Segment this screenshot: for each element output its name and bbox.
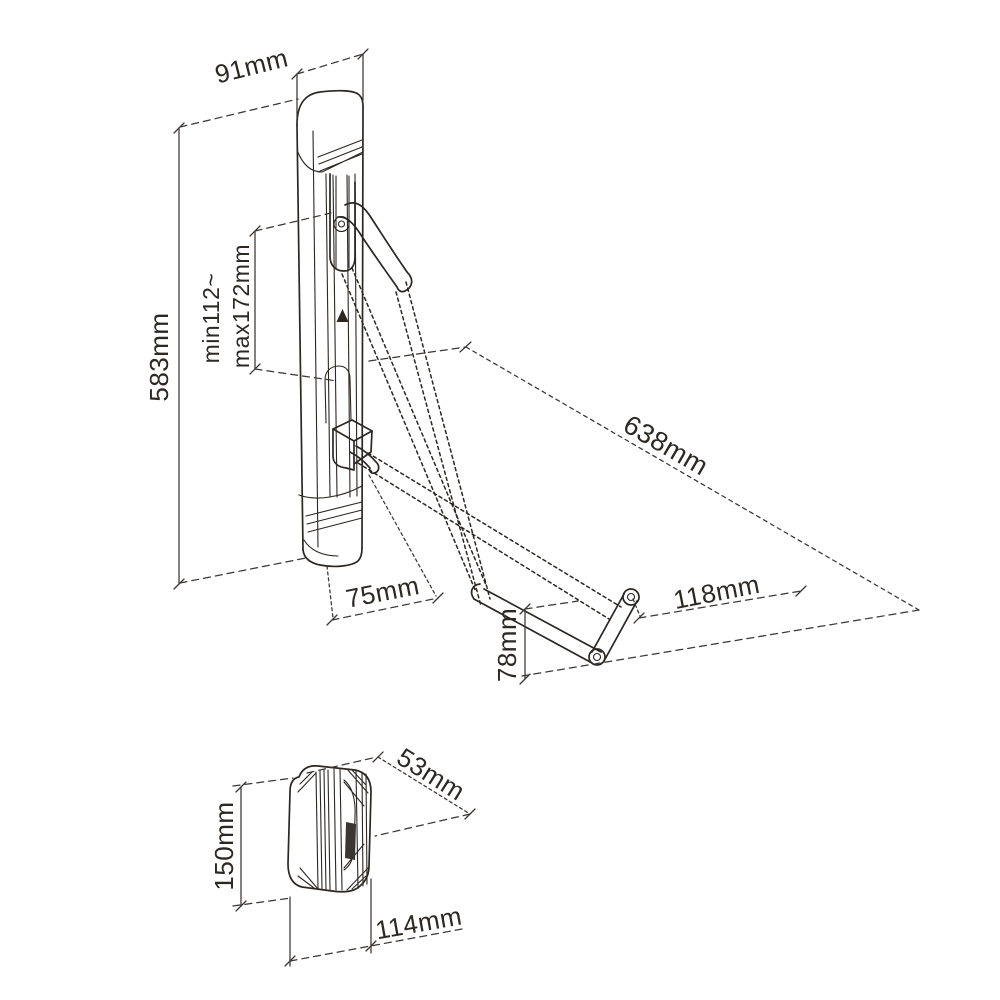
cradle-tip-cap-inner [626, 592, 636, 602]
lower-bracket-slide [324, 365, 352, 424]
upper-hook-arm [337, 201, 413, 293]
upper-pivot-inner [337, 220, 346, 228]
dim-label-150mm: 150mm [209, 801, 239, 890]
upper-hoop-rail-a [405, 281, 491, 600]
dim-label-max172mm: max172mm [228, 244, 254, 368]
plate-left-inner-edge [312, 130, 319, 548]
side-body-contours [315, 767, 368, 891]
dim-75-line [331, 597, 439, 621]
plate-right-edge [361, 106, 364, 549]
dim-label-118mm: 118mm [671, 569, 762, 615]
lower-hook-bracket [324, 365, 380, 475]
dim-plate-width: 91mm [212, 42, 369, 122]
dim-118-ticks [633, 585, 807, 624]
dim-53-line [377, 756, 471, 815]
dim-side-top-depth: 53mm [306, 742, 476, 837]
dim-114-ticks [284, 940, 377, 967]
dim-plate-height: 583mm [144, 98, 307, 590]
dim-75-extension-left [326, 565, 334, 619]
lower-bracket-front-face [332, 428, 373, 471]
plate-top-cap [296, 89, 364, 126]
dim-583-ticks [173, 122, 185, 590]
dim-hook-offset: 75mm [326, 474, 444, 626]
dim-53-extension-left [306, 756, 378, 774]
dim-150-ticks [235, 781, 247, 912]
side-view [287, 765, 372, 893]
dim-91-line [296, 53, 364, 75]
dim-label-91mm: 91mm [212, 42, 291, 89]
upper-bracket-body [329, 173, 356, 272]
dim-label-114mm: 114mm [373, 901, 464, 946]
fold-arms [341, 267, 622, 620]
cradle-left-corner [470, 583, 481, 600]
dim-150-connector-bottom [232, 897, 292, 907]
cradle-tip-cap [622, 588, 640, 606]
side-hook-slot [345, 822, 356, 860]
cradle-vertex-cap [588, 648, 606, 666]
dimensions-main: 91mm 583mm min112~ max172mm 638mm [144, 42, 920, 685]
dim-label-583mm: 583mm [144, 312, 174, 401]
dim-638-tick [459, 341, 472, 353]
dim-118-connector [632, 598, 641, 617]
main-view [296, 89, 640, 666]
dim-53-extension-right [374, 813, 471, 837]
dim-583-connector-bottom [179, 557, 307, 584]
dim-75-extension-right [368, 474, 437, 597]
upper-hoop-rail-b [395, 291, 482, 607]
plate-left-edge [296, 124, 304, 551]
up-arrow-marker [336, 309, 349, 322]
dim-label-78mm: 78mm [492, 608, 522, 682]
dim-91-ticks [291, 48, 369, 80]
dim-side-base-depth: 114mm [284, 878, 464, 967]
dim-range-connector-top [254, 212, 332, 232]
dim-label-638mm: 638mm [618, 409, 713, 481]
dim-75-ticks [326, 592, 444, 626]
upper-arm-rail-b [351, 267, 487, 586]
side-body-outline [287, 765, 372, 893]
dim-cradle-height: 78mm [492, 600, 579, 685]
dim-114-extensions [289, 878, 372, 967]
dim-638-line [465, 346, 920, 611]
wheel-cradle [470, 583, 640, 666]
dim-label-min112: min112~ [198, 273, 224, 364]
dim-91-extensions [296, 53, 364, 122]
side-corner-ribs [297, 768, 369, 891]
wall-plate [296, 89, 364, 568]
upper-hook-bracket [329, 173, 413, 293]
dim-range-connector-bottom [254, 368, 338, 382]
dim-hook-range: min112~ max172mm [198, 212, 338, 382]
lower-bracket-top-face [332, 419, 373, 442]
dim-78-connector-top [524, 600, 579, 610]
dim-583-connector-top [179, 98, 299, 128]
cradle-vertex-cap-inner [592, 652, 602, 662]
cradle-left-limb [473, 588, 602, 664]
plate-bottom-cap-face [298, 485, 363, 557]
upper-arm-rail-a [341, 273, 477, 593]
dim-150-connector-top [232, 777, 294, 787]
dim-label-53mm: 53mm [392, 742, 471, 807]
floor-reference-line [521, 609, 920, 677]
dim-114-line [289, 928, 463, 962]
lower-arm-rail-a [367, 452, 622, 608]
dim-118-line [638, 590, 802, 619]
plate-rails [325, 173, 358, 498]
cradle-right-limb [591, 593, 638, 662]
plate-top-cap-face [296, 139, 364, 173]
dim-638-extension [368, 346, 467, 362]
dim-arm-length: 638mm [368, 341, 920, 611]
plate-bottom-cap [302, 547, 363, 568]
dim-tip-offset: 118mm [632, 569, 807, 624]
dim-label-75mm: 75mm [343, 570, 422, 614]
lower-arm-rail-b [357, 462, 610, 620]
dim-side-height: 150mm [209, 777, 294, 912]
